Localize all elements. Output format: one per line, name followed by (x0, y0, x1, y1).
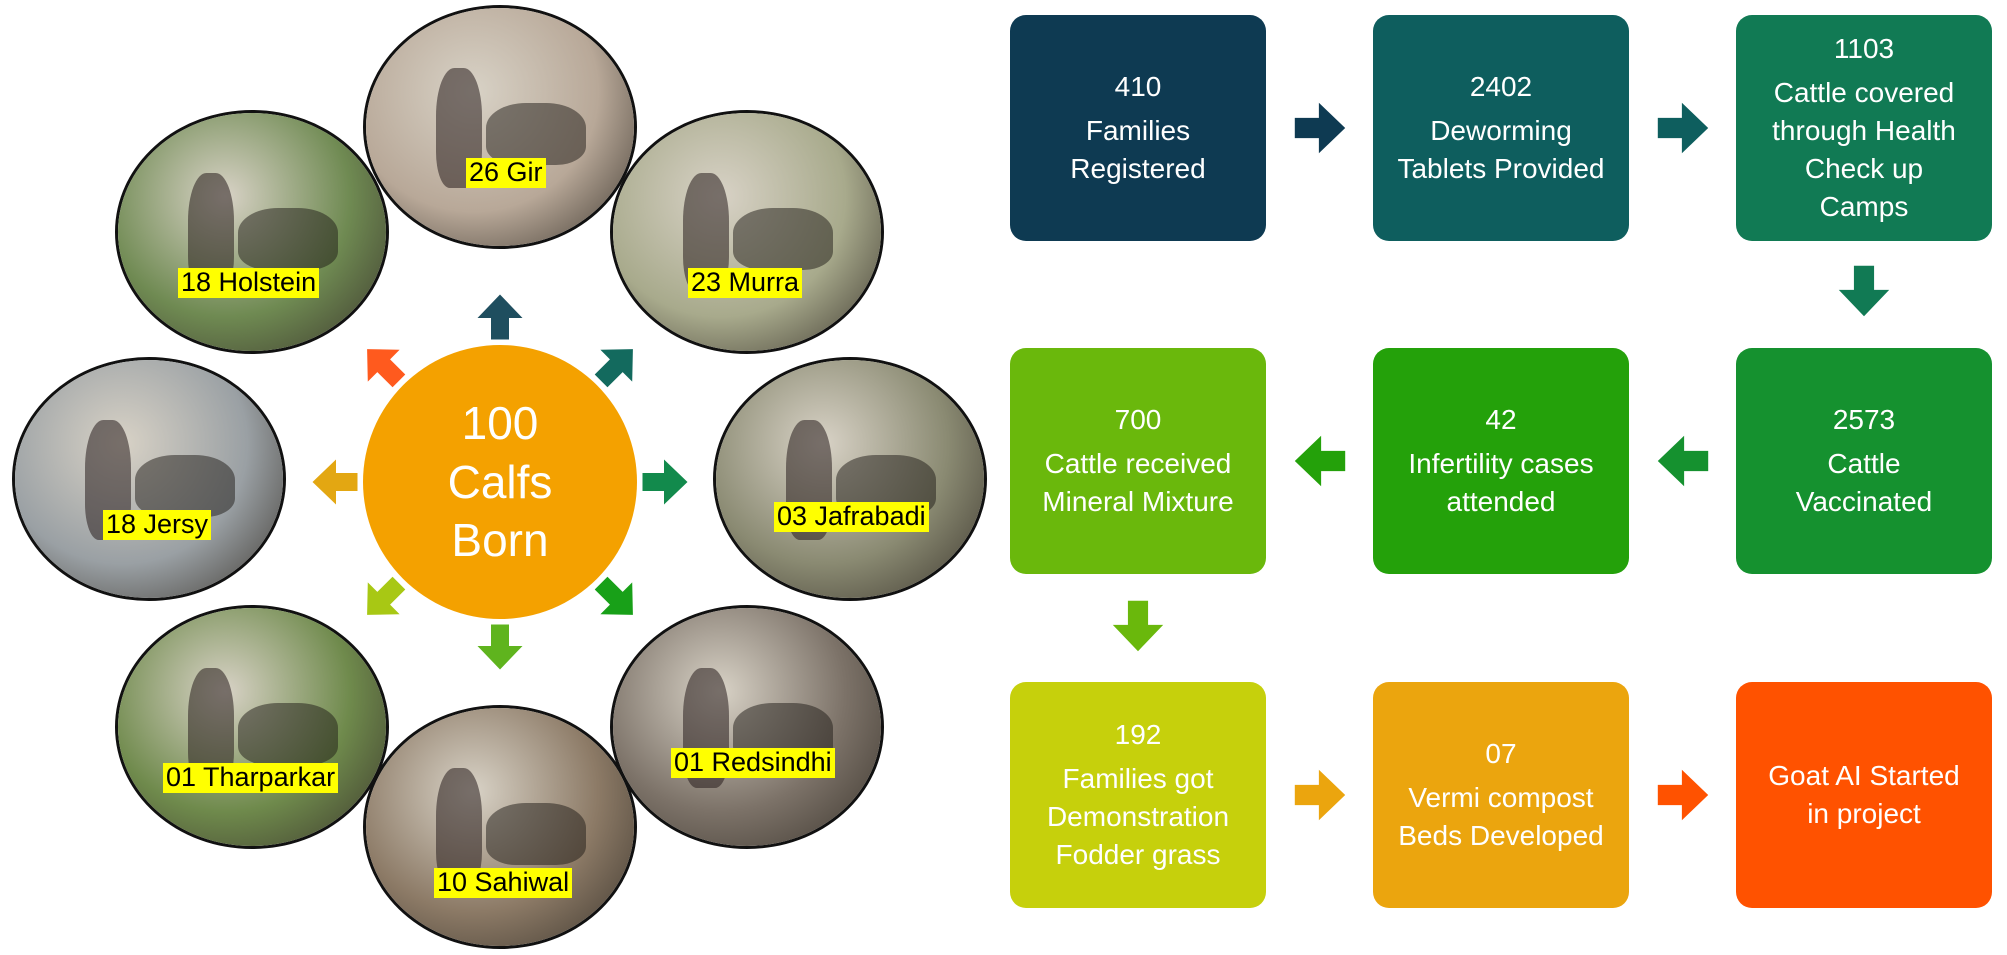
step-text-line: through Health (1772, 114, 1956, 146)
step-text-line: Families got (1062, 762, 1214, 794)
step-text-line: Goat AI Started (1768, 759, 1960, 791)
step-number: 42 (1485, 403, 1517, 435)
breed-count-label: 18 Jersy (103, 509, 212, 540)
flow-arrow (1294, 769, 1346, 821)
calf-birth-radial-diagram: 100 Calfs Born 26 Gir 23 Murra 03 Jafrabad… (0, 0, 1000, 955)
flow-arrow-shape (1294, 435, 1346, 487)
breed-count-label: 01 Redsindhi (671, 747, 835, 778)
step-text-line: Cattle received (1044, 447, 1232, 479)
flow-arrow (1657, 769, 1709, 821)
flow-arrow-shape (1112, 600, 1164, 652)
breed-count-label: 10 Sahiwal (434, 867, 573, 898)
radial-arrow (367, 349, 406, 388)
breed-count-label: 23 Murra (688, 267, 803, 298)
step-text-line: in project (1807, 798, 1921, 829)
flow-arrow-shape (1294, 769, 1346, 821)
flow-arrow (1657, 435, 1709, 487)
radial-arrow-shape (594, 576, 633, 615)
radial-arrow (642, 459, 688, 505)
step-text-line: Families (1085, 114, 1191, 146)
radial-arrow (477, 624, 523, 670)
step-text-line: Deworming (1430, 114, 1572, 146)
calf-silhouette (486, 803, 586, 865)
step-text-line: Infertility cases (1408, 447, 1594, 479)
breed-count-label: 18 Holstein (178, 267, 320, 298)
flow-arrow (1294, 435, 1346, 487)
flow-step-box: Goat AI Started in project (1736, 682, 1992, 908)
radial-arrow-shape (642, 459, 688, 505)
step-text-line: Tablets Provided (1397, 153, 1605, 185)
breed-photo-circle: 18 Holstein (115, 110, 389, 354)
hub-line-2: Calfs (447, 455, 553, 508)
breed-count-label: 01 Tharparkar (163, 762, 339, 793)
step-number: 1103 (1833, 32, 1895, 64)
hub-line-1: 100 (461, 396, 539, 449)
step-text-line: attended (1446, 486, 1556, 518)
radial-arrow (477, 294, 523, 340)
flow-arrow-shape (1657, 435, 1709, 487)
flow-arrow-shape (1657, 102, 1709, 154)
step-number: 700 (1114, 403, 1162, 435)
calf-silhouette (238, 208, 338, 270)
breed-photo-circle: 23 Murra (610, 110, 884, 354)
step-text-line: Beds Developed (1398, 820, 1604, 852)
flow-arrow-shape (1838, 265, 1890, 317)
step-number: 07 (1485, 737, 1517, 769)
flow-arrow (1112, 600, 1164, 652)
breed-count-label: 26 Gir (466, 157, 546, 188)
step-text-line: Mineral Mixture (1042, 486, 1234, 518)
breed-photo-circle: 18 Jersy (12, 357, 286, 601)
hub-line-3: Born (451, 514, 549, 567)
flow-arrow-shape (1657, 769, 1709, 821)
step-text-line: Cattle covered (1773, 76, 1955, 108)
center-hub-circle: 100 Calfs Born (363, 345, 637, 619)
radial-arrow-shape (477, 294, 523, 340)
calf-silhouette (486, 103, 586, 165)
radial-arrow-shape (594, 349, 633, 388)
step-text-line: Registered (1070, 153, 1206, 185)
radial-arrow-shape (367, 576, 406, 615)
breed-photo-circle: 01 Tharparkar (115, 605, 389, 849)
radial-arrow-shape (477, 624, 523, 670)
radial-arrow (367, 576, 406, 615)
step-text-line: Fodder grass (1055, 839, 1221, 871)
breed-count-label: 03 Jafrabadi (774, 501, 929, 532)
step-number: 192 (1114, 718, 1162, 750)
flow-arrow-shape (1294, 102, 1346, 154)
step-text-line: Cattle (1827, 447, 1901, 479)
flow-arrow (1657, 102, 1709, 154)
step-number: 2402 (1469, 70, 1533, 102)
step-text-line: Demonstration (1046, 801, 1230, 832)
calf-silhouette (238, 703, 338, 765)
radial-arrow-shape (367, 349, 406, 388)
step-text-line: Check up (1804, 153, 1924, 185)
radial-arrow (312, 459, 358, 505)
breed-photo-circle: 01 Redsindhi (610, 605, 884, 849)
radial-arrow-shape (312, 459, 358, 505)
step-number: 410 (1114, 70, 1162, 102)
calf-silhouette (135, 455, 235, 517)
step-text-line: Camps (1819, 191, 1909, 223)
calf-silhouette (733, 208, 833, 270)
step-text-line: Vaccinated (1795, 486, 1933, 518)
flow-arrow (1294, 102, 1346, 154)
radial-arrow (594, 576, 633, 615)
breed-photo-circle: 26 Gir (363, 5, 637, 249)
radial-arrow (594, 349, 633, 388)
flow-arrow (1838, 265, 1890, 317)
breed-photo-circle: 10 Sahiwal (363, 705, 637, 949)
breed-photo-circle: 03 Jafrabadi (713, 357, 987, 601)
step-number: 2573 (1832, 403, 1896, 435)
step-text-line: Vermi compost (1408, 781, 1594, 813)
